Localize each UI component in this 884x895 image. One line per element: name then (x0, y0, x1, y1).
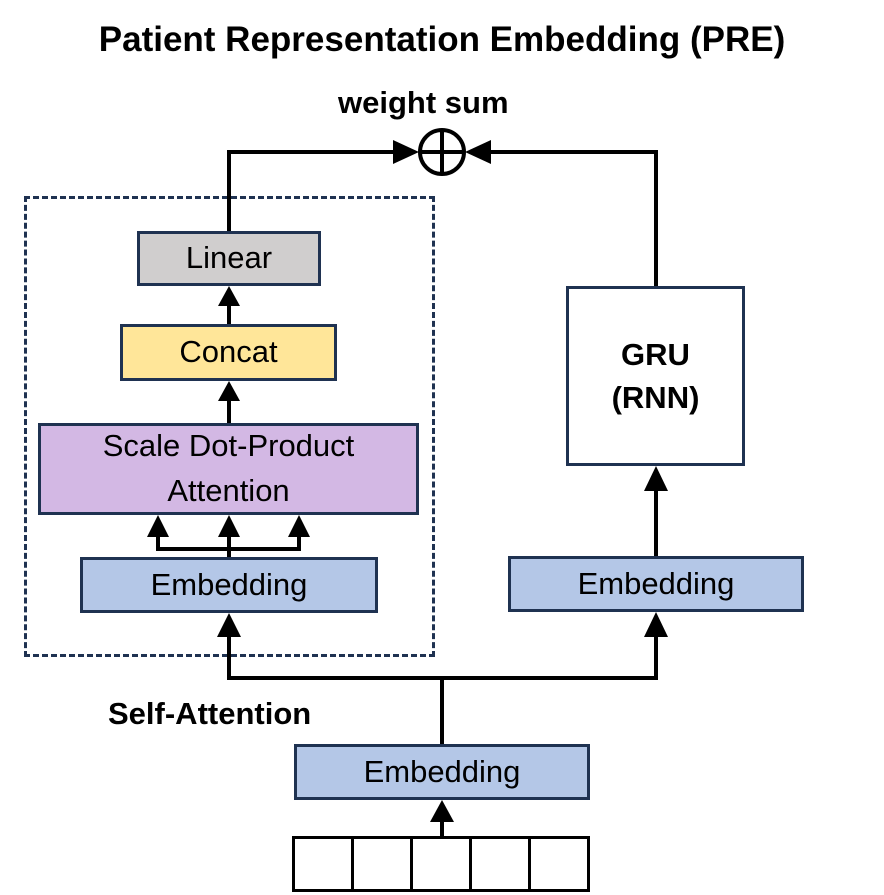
line-attn-branch (156, 535, 301, 551)
arrow-up-gru (644, 466, 668, 491)
line-split (227, 635, 658, 680)
weight-sum-label: weight sum (338, 85, 509, 120)
input-cell-5 (528, 836, 590, 892)
arrow-up-attn-right (288, 515, 310, 537)
arrow-up-left-embedding (217, 613, 241, 637)
attention-box: Scale Dot-Product Attention (38, 423, 419, 515)
self-attention-label: Self-Attention (108, 696, 312, 731)
linear-label: Linear (185, 240, 273, 276)
attention-label-line2: Attention (167, 473, 290, 508)
weight-sum-circle (418, 128, 466, 176)
concat-label: Concat (179, 334, 278, 370)
arrow-up-attn-left (147, 515, 169, 537)
gru-label-line2: (RNN) (611, 380, 700, 415)
line-linear-to-sum (227, 150, 395, 231)
arrow-up-right-embedding (644, 612, 668, 637)
concat-box: Concat (120, 324, 337, 381)
right-embedding-label: Embedding (577, 565, 735, 601)
gru-label-line1: GRU (621, 336, 690, 372)
linear-box: Linear (137, 231, 321, 286)
input-cell-2 (351, 836, 413, 892)
gru-box: GRU (RNN) (566, 286, 745, 466)
diagram-title: Patient Representation Embedding (PRE) (98, 20, 786, 59)
arrow-up-concat (218, 381, 240, 401)
bottom-embedding-label: Embedding (363, 753, 521, 789)
arrow-into-sum-left (393, 140, 419, 164)
left-embedding-label: Embedding (150, 566, 308, 602)
arrow-up-attn-mid (218, 515, 240, 537)
bottom-embedding-box: Embedding (294, 744, 590, 800)
right-embedding-box: Embedding (508, 556, 804, 612)
attention-label-line1: Scale Dot-Product (102, 428, 355, 464)
arrow-up-bottom-embedding (430, 800, 454, 822)
left-embedding-box: Embedding (80, 557, 378, 613)
arrow-into-sum-right (465, 140, 491, 164)
arrow-up-linear (218, 286, 240, 306)
line-gru-to-sum (489, 150, 658, 286)
